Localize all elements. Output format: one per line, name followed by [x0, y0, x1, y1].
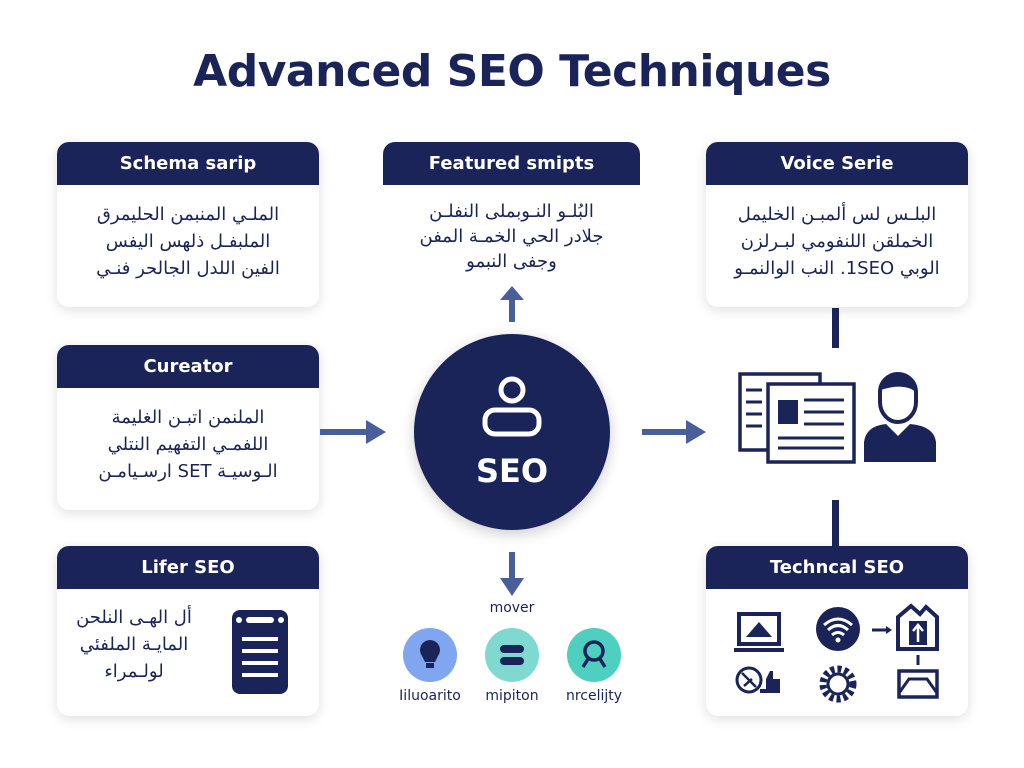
- arrow-down: [500, 552, 524, 596]
- arrow-right-left: [320, 420, 386, 444]
- card-body: الملنمن اتبـن الغليمة اللفمـي التفهيم ال…: [57, 388, 319, 485]
- connector: [832, 308, 839, 348]
- card-curator: Cureator الملنمن اتبـن الغليمة اللفمـي ا…: [57, 345, 319, 510]
- documents-person-illustration: [738, 372, 936, 464]
- seo-label: SEO: [475, 452, 549, 490]
- card-line: أل الهـى النلحن: [76, 607, 192, 628]
- clipboard-icon: [232, 610, 288, 694]
- card-line: الفين اللدل الجالحر فنـي: [96, 258, 280, 279]
- tray-icon: [897, 669, 939, 699]
- bubble-2: [485, 628, 539, 682]
- card-title: Schema sarip: [57, 142, 319, 185]
- seo-hub: SEO: [414, 334, 610, 530]
- user-icon: [482, 376, 542, 437]
- card-title: Techncal SEO: [706, 546, 968, 589]
- card-local: Lifer SEO أل الهـى النلحن المايـة الملفئ…: [57, 546, 319, 716]
- card-line: الـوسيـة SET ارسـيامـن: [98, 461, 278, 482]
- card-line: البُلـو النـوبملى النفلـن: [429, 201, 594, 222]
- bottom-caption: mover: [489, 600, 535, 616]
- gear-icon: [819, 665, 857, 703]
- magnifier-icon: [581, 640, 607, 668]
- no-clock-thumbs-up-icon: [735, 666, 780, 694]
- card-body: أل الهـى النلحن المايـة الملفئي لولـمراء: [74, 604, 194, 685]
- card-line: الملنمن اتبـن الغليمة: [111, 407, 265, 428]
- wifi-icon: [816, 607, 860, 651]
- card-line: اللفمـي التفهيم النتلي: [107, 434, 269, 455]
- card-line: لولـمراء: [104, 661, 164, 682]
- arrow-up: [500, 286, 524, 322]
- page-title: Advanced SEO Techniques: [193, 46, 831, 97]
- card-line: البلـس لس ألمبـن الخليمل: [737, 204, 937, 225]
- bubble-label: Iiluoarito: [399, 688, 461, 704]
- card-featured: Featured smipts البُلـو النـوبملى النفلـ…: [383, 142, 640, 282]
- arrow-right-icon: [872, 626, 892, 634]
- person-icon: [864, 372, 936, 462]
- house-upload-icon: [896, 603, 939, 651]
- card-body: الملـي المنبمن الحليمرق الملبفـل ذلهس ال…: [57, 185, 319, 282]
- card-title: Cureator: [57, 345, 319, 388]
- card-line: الوبي 1SEO. النب الوالنمـو: [734, 258, 940, 279]
- bubble-label: mipiton: [485, 688, 539, 704]
- card-line: الملبفـل ذلهس اليفس: [105, 231, 271, 252]
- lightbulb-icon: [420, 640, 440, 668]
- connector: [832, 500, 839, 546]
- card-title: Voice Serie: [706, 142, 968, 185]
- card-title: Lifer SEO: [57, 546, 319, 589]
- card-line: وجفى النبمو: [466, 251, 557, 272]
- bubble-label: nrcelijty: [565, 688, 623, 704]
- card-schema: Schema sarip الملـي المنبمن الحليمرق الم…: [57, 142, 319, 307]
- card-body: البلـس لس ألمبـن الخليمل الخملقن اللنفوم…: [706, 185, 968, 282]
- card-line: الخملقن اللنفومي لبـرلزن: [740, 231, 934, 252]
- technical-icons: [734, 603, 939, 703]
- card-title: Featured smipts: [383, 142, 640, 185]
- monitor-icon: [734, 612, 784, 652]
- arrow-right: [642, 420, 706, 444]
- pill-bars-icon: [500, 645, 524, 665]
- card-line: جلادر الحي الخمـة المفن: [419, 226, 604, 247]
- bubble-1: [403, 628, 457, 682]
- card-technical: Techncal SEO: [706, 546, 968, 716]
- card-line: الملـي المنبمن الحليمرق: [96, 204, 280, 225]
- card-body: البُلـو النـوبملى النفلـن جلادر الحي الخ…: [383, 185, 640, 274]
- card-line: المايـة الملفئي: [79, 634, 189, 655]
- card-voice: Voice Serie البلـس لس ألمبـن الخليمل الخ…: [706, 142, 968, 307]
- bubble-3: [567, 628, 621, 682]
